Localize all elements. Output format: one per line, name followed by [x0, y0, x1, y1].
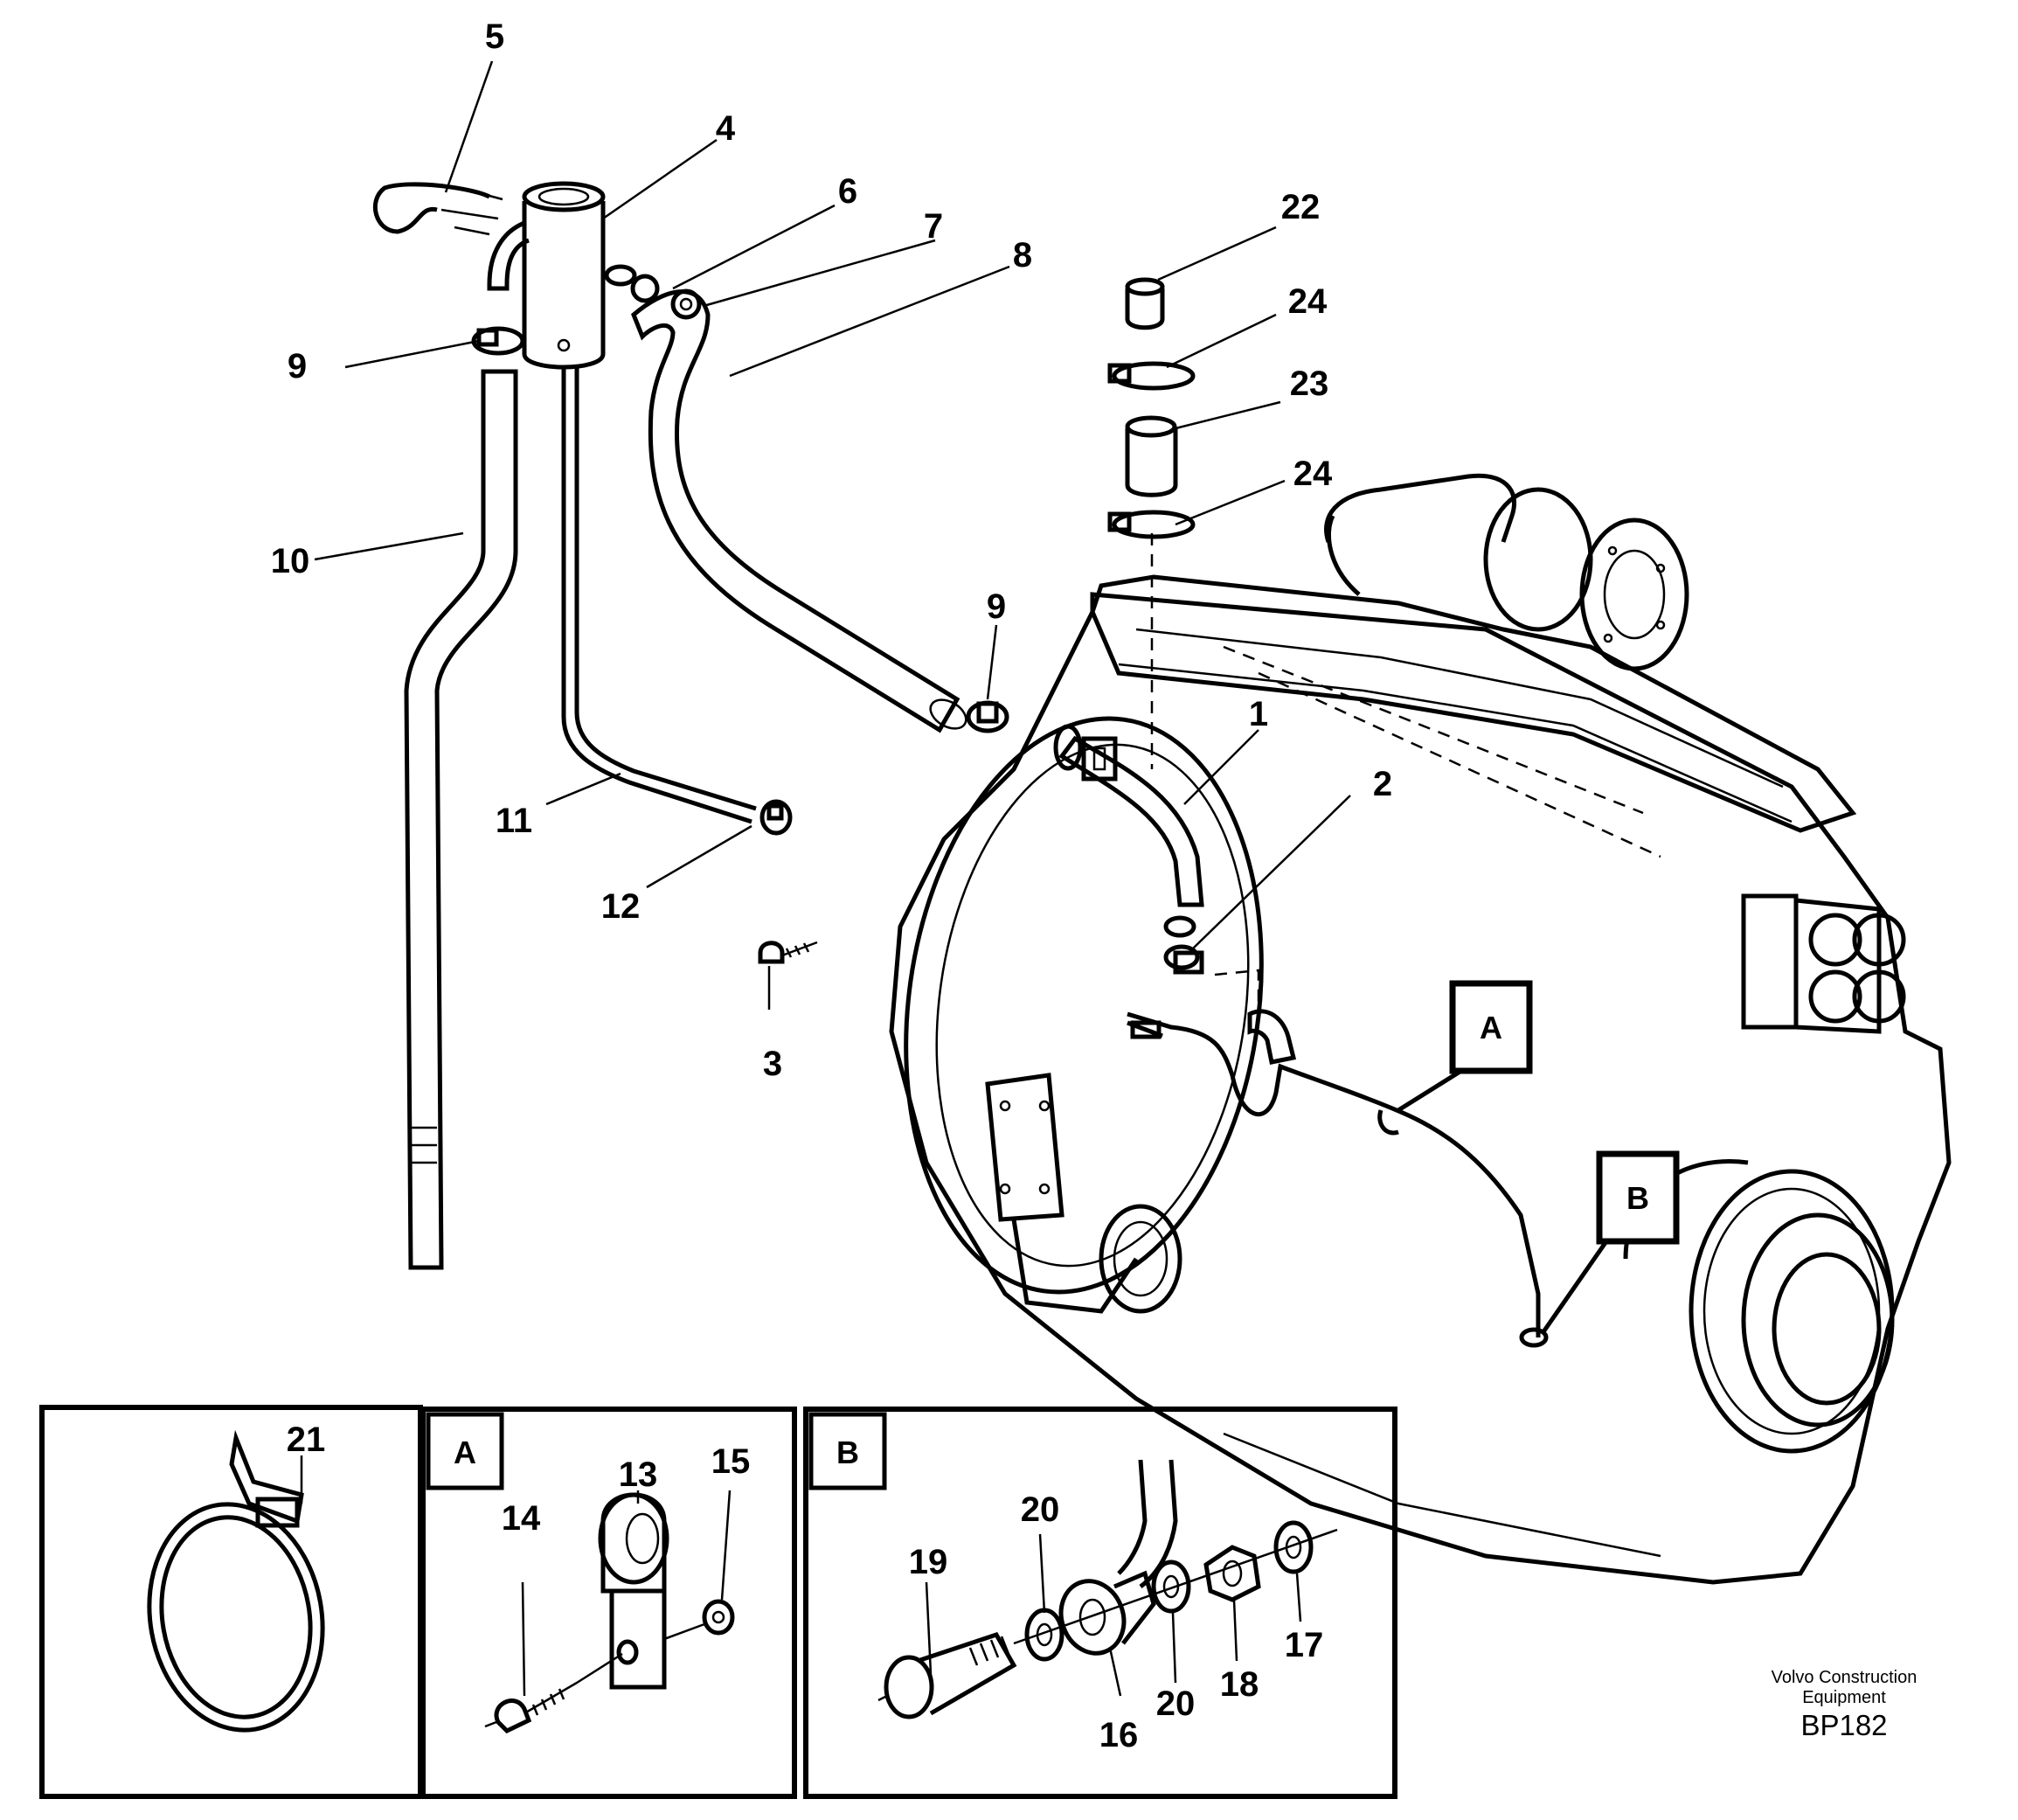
label-21: 21 — [287, 1421, 326, 1459]
hose-11 — [561, 367, 757, 824]
leader-lines — [314, 60, 1615, 1335]
label-20-top: 20 — [1021, 1490, 1060, 1529]
breather-container — [487, 181, 606, 370]
drawing-code: BP182 — [1800, 1709, 1887, 1741]
label-9-top: 9 — [288, 347, 307, 386]
screw-3 — [758, 941, 818, 964]
clamp-12 — [759, 799, 793, 836]
label-3: 3 — [763, 1045, 782, 1083]
hose-10 — [404, 369, 518, 1270]
clamp-2 — [1163, 944, 1200, 970]
credit-line-1: Volvo Construction — [1772, 1668, 1917, 1687]
hose-8 — [631, 289, 967, 733]
starter-mount — [985, 1073, 1182, 1314]
clamp-6 — [604, 264, 660, 303]
inset-b-label: B — [836, 1434, 859, 1470]
callout-box-b: B — [1596, 1150, 1680, 1245]
label-11: 11 — [496, 802, 532, 840]
clamp-9-mid — [966, 700, 1009, 733]
label-5: 5 — [485, 17, 504, 56]
turbocharger — [1324, 473, 1689, 671]
inset-detail-b: B 19 20 20 16 18 — [803, 1407, 1397, 1799]
cable-tie-5 — [372, 182, 503, 236]
callout-box-a: A — [1449, 980, 1533, 1074]
label-12: 12 — [601, 887, 641, 926]
label-8: 8 — [1013, 236, 1032, 274]
part-labels: 5 4 6 7 8 9 10 9 11 12 3 1 2 22 24 23 24 — [271, 17, 1392, 1083]
inset-detail-a: A 13 14 15 — [420, 1407, 797, 1799]
label-17: 17 — [1285, 1626, 1324, 1664]
label-16: 16 — [1099, 1716, 1139, 1754]
engine-block — [889, 473, 1952, 1585]
label-22: 22 — [1281, 188, 1321, 226]
manifold-ports — [1741, 893, 1906, 1034]
clamp-9-top — [471, 326, 525, 356]
inset-cable-tie: 21 — [39, 1405, 423, 1799]
crank-pulley — [1623, 1159, 1895, 1454]
callout-b-label: B — [1626, 1180, 1649, 1216]
label-13: 13 — [619, 1455, 658, 1494]
label-24-bottom: 24 — [1293, 455, 1333, 493]
label-14: 14 — [502, 1499, 541, 1538]
label-4: 4 — [716, 109, 736, 148]
vent-hose-1 — [1053, 724, 1204, 938]
credit-line-2: Equipment — [1802, 1688, 1886, 1707]
label-20-bottom: 20 — [1156, 1685, 1196, 1723]
label-18: 18 — [1220, 1665, 1259, 1704]
stack-22-24-23 — [1107, 277, 1196, 769]
cable-wire — [1127, 950, 1549, 1348]
label-24-top: 24 — [1288, 282, 1328, 321]
footer-credit: Volvo Construction Equipment BP182 — [1772, 1668, 1917, 1741]
label-2: 2 — [1373, 765, 1392, 803]
callout-a-label: A — [1480, 1010, 1502, 1045]
label-23: 23 — [1290, 365, 1329, 403]
label-19: 19 — [909, 1543, 948, 1581]
label-6: 6 — [838, 172, 857, 211]
label-9-mid: 9 — [987, 587, 1006, 626]
label-10: 10 — [271, 542, 310, 580]
label-7: 7 — [924, 207, 943, 246]
nut-7 — [670, 288, 702, 320]
inset-a-label: A — [454, 1434, 476, 1470]
label-1: 1 — [1249, 695, 1268, 733]
label-15: 15 — [711, 1442, 751, 1481]
